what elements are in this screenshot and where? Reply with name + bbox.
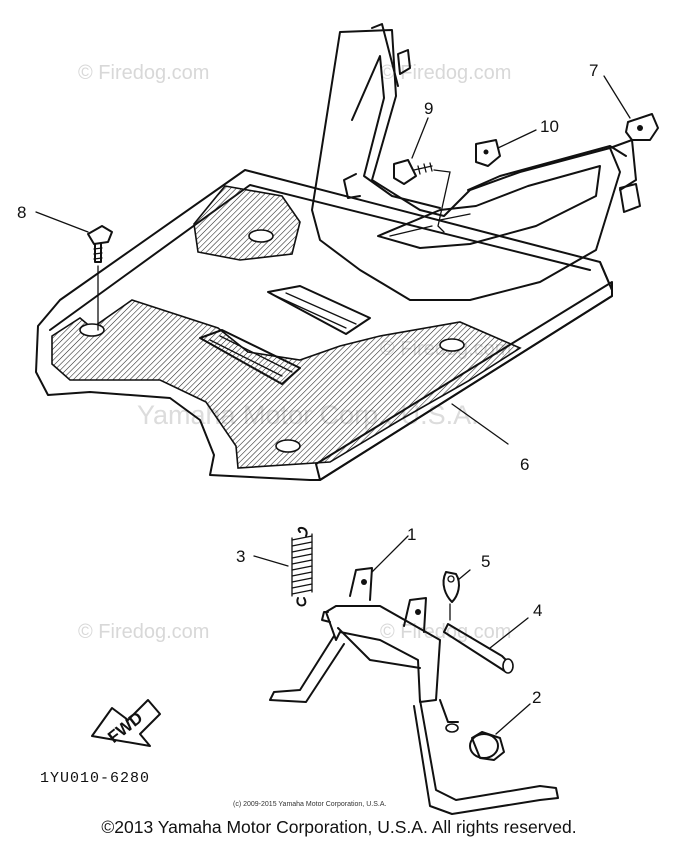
callout-8: 8 <box>17 203 26 222</box>
firedog-watermark: © Firedog.com <box>78 621 209 643</box>
callouts: 1 2 3 4 5 6 7 8 9 10 <box>17 61 598 707</box>
callout-4: 4 <box>533 601 542 620</box>
collar-part-2 <box>469 703 531 761</box>
main-stand-part-1 <box>269 535 559 815</box>
floor-board-part <box>35 169 613 481</box>
callout-1: 1 <box>407 525 416 544</box>
firedog-watermark: © Firedog.com <box>380 62 511 84</box>
pin-part-5 <box>442 569 471 621</box>
callout-5: 5 <box>481 552 490 571</box>
shaft-part-4 <box>443 617 529 674</box>
spring-part-3 <box>253 526 313 607</box>
firedog-watermark: © Firedog.com <box>78 62 209 84</box>
callout-2: 2 <box>532 688 541 707</box>
leg-shield-part <box>311 23 641 301</box>
bolt-part-8 <box>35 211 113 331</box>
bracket-part-10 <box>475 129 537 167</box>
leader-part-6 <box>451 403 509 445</box>
copyright-notice: ©2013 Yamaha Motor Corporation, U.S.A. A… <box>101 817 577 837</box>
bracket-part-7 <box>603 75 659 141</box>
callout-7: 7 <box>589 61 598 80</box>
diagram-code: 1YU010-6280 <box>40 770 150 787</box>
callout-9: 9 <box>424 99 433 118</box>
small-copyright: (c) 2009-2015 Yamaha Motor Corporation, … <box>233 801 386 808</box>
fwd-arrow-icon: FWD <box>91 699 161 747</box>
callout-6: 6 <box>520 455 529 474</box>
callout-10: 10 <box>540 117 559 136</box>
screw-part-9 <box>393 117 451 233</box>
callout-3: 3 <box>236 547 245 566</box>
